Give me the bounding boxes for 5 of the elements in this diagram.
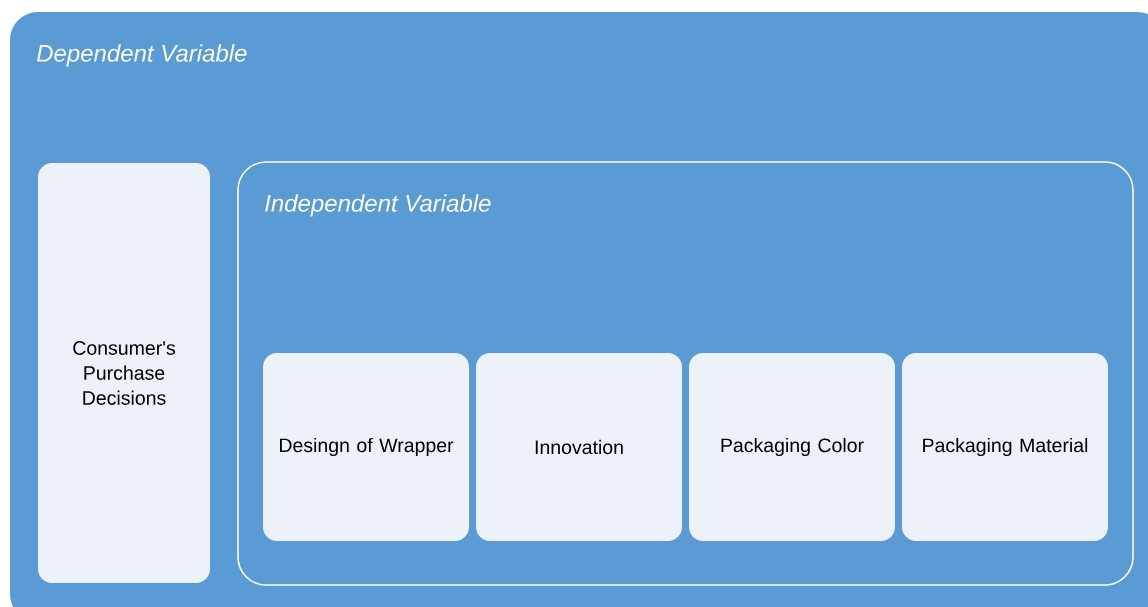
variable-box: Packaging Color	[689, 353, 895, 541]
variable-box: Packaging Material	[902, 353, 1108, 541]
variable-box: Innovation	[476, 353, 682, 541]
variable-box: Desingn of Wrapper	[263, 353, 469, 541]
variable-box: Consumer's Purchase Decisions	[38, 163, 210, 583]
